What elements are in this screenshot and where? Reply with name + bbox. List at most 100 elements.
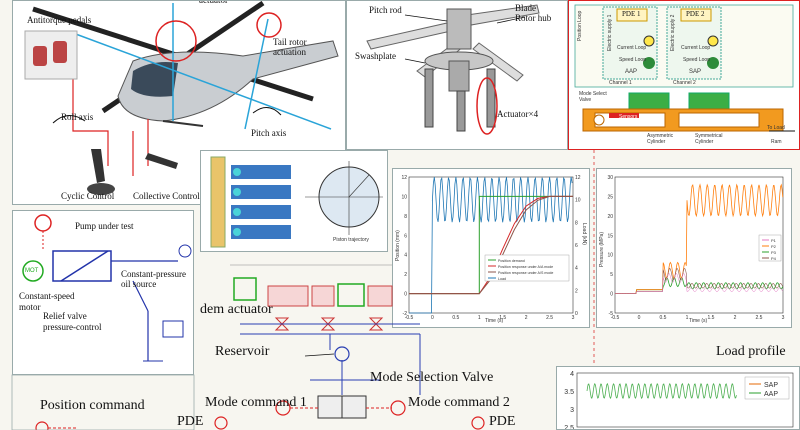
chart1-y2tick: 12 — [575, 175, 581, 181]
chart1-y2label: Load (kN) — [581, 223, 587, 245]
label-current-loop-2: Current Loop — [681, 45, 711, 51]
pump-test-schematic — [22, 214, 192, 362]
chart2-ytick: 10 — [607, 253, 613, 259]
chart1-y2tick: 6 — [575, 243, 578, 249]
label-tandem-actuator: dem actuator — [200, 302, 273, 317]
chart2-legend-label: P2 — [771, 244, 777, 249]
label-ram: Ram — [771, 139, 782, 145]
chart1-legend-box — [484, 254, 570, 282]
label-pde-right: PDE — [489, 414, 516, 429]
chart2-legend-box — [758, 234, 782, 262]
chart2-ytick: 30 — [607, 175, 613, 181]
label-position-command: Position command — [40, 398, 145, 413]
chart1-xtick: 1 — [478, 315, 481, 321]
pump-detail-illustration — [210, 156, 383, 248]
chart1-y2tick: 4 — [575, 266, 578, 272]
chart2-xtick: -0.5 — [611, 315, 620, 321]
chart1-ytick: -2 — [403, 311, 408, 317]
chart2-ytick: -5 — [609, 311, 614, 317]
chart1-xtick: 0.5 — [452, 315, 459, 321]
chart2-xtick: 0.5 — [660, 315, 667, 321]
label-roll-axis: Roll axis — [61, 112, 94, 122]
label-mot: MOT — [25, 268, 39, 274]
label-mode-select-valve: Mode Select Valve — [579, 91, 607, 103]
label-constant-speed-motor: Constant-speed motor — [19, 291, 75, 312]
chart3-legend-label: SAP — [764, 382, 778, 389]
label-symmetrical-cylinder: Symmetrical Cylinder — [695, 133, 723, 145]
chart2-legend-label: P3 — [771, 250, 777, 255]
chart3-ytick: 4 — [570, 371, 574, 378]
chart1-series-2 — [409, 195, 573, 295]
label-to-load: To Load — [767, 125, 785, 131]
chart2-legend-label: P4 — [771, 256, 777, 261]
label-channel-1: Channel 1 — [609, 80, 632, 86]
chart1-y2tick: 10 — [575, 198, 581, 204]
chart1-xtick: 2 — [525, 315, 528, 321]
chart1-y2tick: 2 — [575, 288, 578, 294]
pump-detail-panel: Piston trajectory — [200, 150, 388, 252]
label-blade: Blade — [515, 3, 536, 13]
chart3-ytick: 3.5 — [564, 389, 574, 396]
label-position-loop: Position Loop — [577, 10, 583, 41]
label-sensors: Sensors — [619, 114, 638, 120]
chart1-ytick: 4 — [404, 253, 407, 259]
chart2-series-p1 — [615, 273, 783, 294]
label-actuator-count: Actuator×4 — [497, 109, 539, 119]
chart1-y2tick: 0 — [575, 311, 578, 317]
helicopter-illustration — [24, 1, 339, 195]
chart1-xtick: 2.5 — [546, 315, 553, 321]
chart2-xtick: 0 — [638, 315, 641, 321]
chart2-ytick: 5 — [610, 272, 613, 278]
label-asymmetric-cylinder: Asymmetric Cylinder — [647, 133, 674, 145]
label-electric-supply-1: Electric supply 1 — [607, 14, 613, 51]
chart1-legend-label: Load — [498, 277, 506, 281]
rotor-panel: Pitch rod Blade Rotor hub Swashplate Act… — [346, 0, 568, 150]
label-swashplate: Swashplate — [355, 51, 396, 61]
chart1-xtick: 1.5 — [499, 315, 506, 321]
chart1-xtick: 0 — [431, 315, 434, 321]
chart2-legend-label: P1 — [771, 238, 777, 243]
chart2-xtick: 1.5 — [708, 315, 715, 321]
chart3-ytick: 2.5 — [564, 425, 574, 430]
chart2-xtick: 1 — [686, 315, 689, 321]
label-rotor-hub: Rotor hub — [515, 13, 552, 23]
chart1-series-load — [409, 176, 573, 314]
label-constant-pressure-oil-source: Constant-pressure oil source — [121, 269, 186, 289]
pump-test-panel: Pump under test MOT Constant-pressure oi… — [12, 210, 194, 375]
label-actuator-top: actuator — [199, 0, 228, 5]
chart3-ytick: 3 — [570, 407, 574, 414]
label-cyclic-control: Cyclic Control — [61, 191, 115, 201]
helicopter-panel: actuator Antitorque pedals Tail rotor ac… — [12, 0, 346, 205]
label-electric-supply-2: Electric supply 2 — [670, 14, 676, 51]
chart1-xtick: -0.5 — [405, 315, 414, 321]
label-reservoir: Reservoir — [215, 344, 270, 359]
hydraulic-schematic — [574, 4, 795, 132]
label-speed-loop-2: Speed Loop — [683, 57, 710, 63]
chart1-ytick: 10 — [401, 194, 407, 200]
chart1-legend-label: Position response under A/S mode — [498, 271, 553, 275]
label-pitch-rod: Pitch rod — [369, 5, 402, 15]
chart2-ytick: 25 — [607, 194, 613, 200]
label-piston-trajectory: Piston trajectory — [333, 237, 369, 243]
chart2-series-p2 — [615, 183, 784, 294]
label-current-loop-1: Current Loop — [617, 45, 647, 51]
chart1-y2tick: 8 — [575, 220, 578, 226]
chart1-xtick: 3 — [572, 315, 575, 321]
label-speed-loop-1: Speed Loop — [619, 57, 646, 63]
chart2-xtick: 2.5 — [756, 315, 763, 321]
chart1-ytick: 8 — [404, 214, 407, 220]
chart2-plot-area — [614, 176, 784, 314]
label-tail-rotor-actuation: Tail rotor actuation — [273, 37, 307, 57]
chart3-series-aap — [586, 382, 737, 400]
chart1-ytick: 0 — [404, 292, 407, 298]
label-relief-valve: Relief valve pressure-control — [43, 311, 102, 332]
label-mode-command-2: Mode command 2 — [408, 395, 510, 410]
chart1-xlabel: Time (s) — [485, 318, 504, 324]
